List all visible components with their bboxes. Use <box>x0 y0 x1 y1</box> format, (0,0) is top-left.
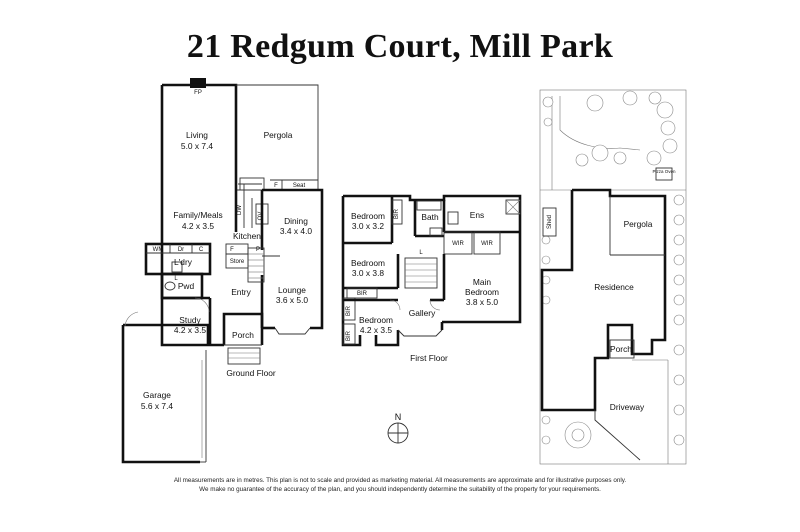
site-boundary <box>539 89 687 465</box>
room-main-bedroom-size: 3.8 x 5.0 <box>466 297 498 307</box>
fixture-store: Store <box>230 259 245 265</box>
room-bedroom-1-size: 3.0 x 3.2 <box>352 221 384 231</box>
fixture-dw: DW <box>237 205 243 215</box>
room-porch: Porch <box>232 330 254 340</box>
site-shed: Shed <box>547 215 553 229</box>
first-floor-plan: Bedroom 3.0 x 3.2 Bedroom 3.0 x 3.8 Bedr… <box>341 194 522 363</box>
room-dining: Dining <box>284 216 308 226</box>
room-living: Living <box>186 130 208 140</box>
site-porch: Porch <box>610 344 632 354</box>
ground-floor-caption: Ground Floor <box>226 368 276 378</box>
fixture-wir-1: WIR <box>452 241 464 247</box>
site-plan: Pizza Oven Shed Pergola Residence Porch … <box>539 89 687 465</box>
fixture-wm: WM <box>153 247 164 253</box>
room-lounge: Lounge <box>278 285 306 295</box>
room-entry: Entry <box>231 287 251 297</box>
compass: N <box>387 412 409 444</box>
room-garage-size: 5.6 x 7.4 <box>141 401 173 411</box>
room-bedroom-2-size: 3.0 x 3.8 <box>352 268 384 278</box>
room-powder: Pwd <box>178 281 195 291</box>
room-bedroom-3: Bedroom <box>359 315 393 325</box>
room-study-size: 4.2 x 3.5 <box>174 325 206 335</box>
compass-north-label: N <box>395 412 402 422</box>
room-living-size: 5.0 x 7.4 <box>181 141 213 151</box>
room-main-bedroom: Main <box>473 277 491 287</box>
site-pergola: Pergola <box>624 219 653 229</box>
fixture-bir-3: BIR <box>346 305 352 316</box>
fixture-l: L <box>174 276 178 282</box>
room-bath: Bath <box>421 212 439 222</box>
fixture-l-ff: L <box>419 250 423 256</box>
disclaimer-line-1: All measurements are in metres. This pla… <box>173 477 627 484</box>
page-title: 21 Redgum Court, Mill Park <box>186 28 614 65</box>
room-gallery: Gallery <box>409 308 436 318</box>
fireplace <box>190 78 206 88</box>
room-pergola: Pergola <box>264 130 293 140</box>
fixture-bir-1: BIR <box>394 208 400 219</box>
fixture-dr: Dr <box>178 247 184 253</box>
site-driveway: Driveway <box>610 402 645 412</box>
room-family: Family/Meals <box>173 210 222 220</box>
room-bedroom-3-size: 4.2 x 3.5 <box>360 325 392 335</box>
room-kitchen: Kitchen <box>233 231 261 241</box>
disclaimer-line-2: We make no guarantee of the accuracy of … <box>199 486 601 493</box>
room-ensuite: Ens <box>470 210 484 220</box>
fixture-bir-2: BIR <box>357 291 368 297</box>
site-residence: Residence <box>594 282 634 292</box>
room-main-bedroom-2: Bedroom <box>465 287 499 297</box>
fireplace-label: FP <box>194 90 202 96</box>
room-laundry: L'dry <box>174 257 193 267</box>
fixture-p: P <box>256 247 260 253</box>
fixture-bir-4: BIR <box>346 330 352 341</box>
room-lounge-size: 3.6 x 5.0 <box>276 295 308 305</box>
fixture-wir-2: WIR <box>481 241 493 247</box>
room-study: Study <box>179 315 201 325</box>
room-bedroom-2: Bedroom <box>351 258 385 268</box>
fixture-seat: Seat <box>293 183 306 189</box>
fixture-f: F <box>274 183 278 189</box>
site-pizza-oven: Pizza Oven <box>652 169 676 174</box>
room-garage: Garage <box>143 390 171 400</box>
first-floor-caption: First Floor <box>410 353 448 363</box>
room-family-size: 4.2 x 3.5 <box>182 221 214 231</box>
room-bedroom-1: Bedroom <box>351 211 385 221</box>
ground-floor-plan: FP <box>121 78 324 464</box>
fixture-ov: OV <box>258 212 264 221</box>
fixture-f2: F <box>230 247 234 253</box>
room-dining-size: 3.4 x 4.0 <box>280 226 312 236</box>
fixture-c: C <box>199 247 204 253</box>
